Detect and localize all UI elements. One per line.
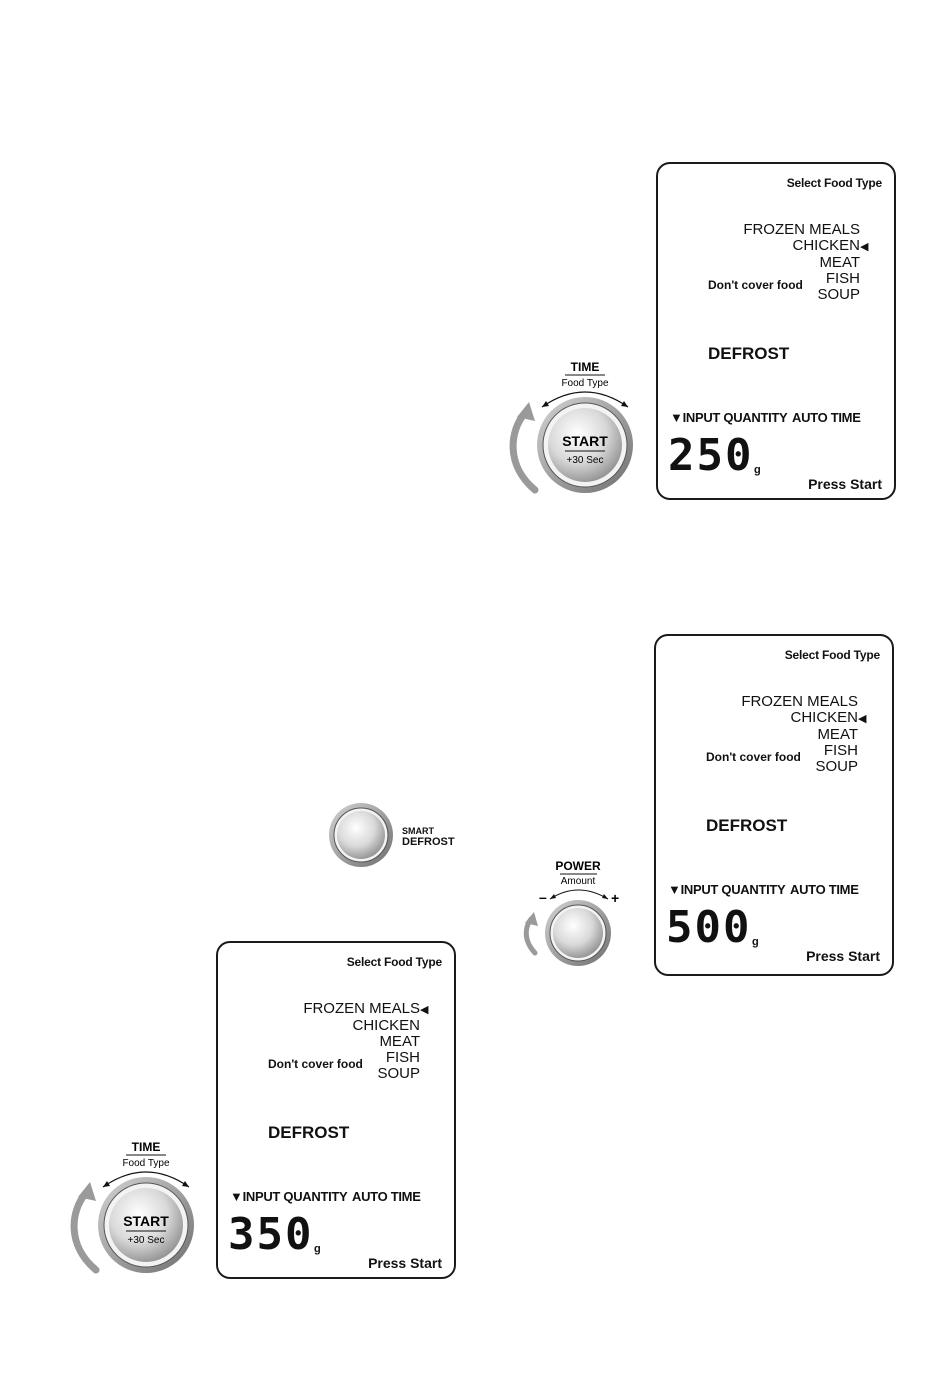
smart-defrost-button[interactable] (328, 802, 394, 868)
start-dial-2[interactable]: TIME Food Type START +30 Sec (56, 1135, 206, 1280)
food-type-list: FROZEN MEALS CHICKEN◀ MEAT FISH SOUP (741, 694, 870, 775)
cover-instruction: Don't cover food (268, 1057, 363, 1071)
start-dial-1[interactable]: TIME Food Type START +30 Sec (495, 355, 645, 500)
dial-sub-label: Food Type (561, 378, 609, 389)
smart-defrost-label: SMART DEFROST (402, 826, 455, 848)
rotate-arrow-icon (70, 1189, 100, 1274)
power-dial-sub: Amount (561, 876, 596, 887)
food-type-list: FROZEN MEALS CHICKEN◀ MEAT FISH SOUP (743, 222, 872, 303)
food-item-soup: SOUP (817, 286, 860, 303)
input-quantity-label: ▼INPUT QUANTITY (670, 410, 788, 425)
mode-label: DEFROST (268, 1123, 350, 1142)
turn-arc (102, 1171, 190, 1188)
panel-title: Select Food Type (786, 176, 882, 190)
food-item-soup: SOUP (377, 1065, 420, 1082)
food-item-fish: FISH (385, 1049, 420, 1066)
press-start-label: Press Start (806, 948, 880, 964)
turn-arc (541, 391, 629, 408)
auto-time-label: AUTO TIME (790, 882, 859, 897)
food-item-meat: MEAT (379, 1033, 420, 1050)
minus-icon: – (539, 889, 547, 905)
turn-arc (549, 889, 609, 900)
food-type-list: FROZEN MEALS◀ CHICKEN MEAT FISH SOUP (303, 1001, 432, 1082)
rotate-arrow-icon (509, 409, 539, 494)
food-item-fish: FISH (823, 742, 858, 759)
display-panel-1: Select Food Type FROZEN MEALS CHICKEN◀ M… (656, 162, 896, 500)
input-quantity-label: ▼INPUT QUANTITY (668, 882, 786, 897)
food-item-frozen-meals: FROZEN MEALS (743, 221, 860, 238)
auto-time-label: AUTO TIME (792, 410, 861, 425)
cover-instruction: Don't cover food (706, 750, 801, 764)
unit-label: g (752, 936, 759, 948)
panel-title: Select Food Type (784, 648, 880, 662)
start-button-sub: +30 Sec (128, 1235, 165, 1246)
selection-arrow-icon: ◀ (420, 1004, 429, 1016)
quantity-readout: 500 (666, 902, 752, 953)
dial-top-label: TIME (571, 360, 600, 374)
start-button-label[interactable]: START (562, 433, 608, 449)
auto-time-label: AUTO TIME (352, 1189, 421, 1204)
plus-icon: + (611, 890, 619, 906)
food-item-meat: MEAT (817, 726, 858, 743)
dial-top-label: TIME (132, 1140, 161, 1154)
power-dial[interactable]: POWER Amount – + (515, 855, 630, 970)
start-button-label[interactable]: START (123, 1213, 169, 1229)
press-start-label: Press Start (368, 1255, 442, 1271)
unit-label: g (754, 464, 761, 476)
unit-label: g (314, 1243, 321, 1255)
food-item-chicken: CHICKEN◀ (741, 710, 870, 727)
panel-title: Select Food Type (346, 955, 442, 969)
food-item-meat: MEAT (819, 254, 860, 271)
food-item-frozen-meals: FROZEN MEALS (741, 693, 858, 710)
food-item-chicken: CHICKEN◀ (743, 238, 872, 255)
display-panel-3: Select Food Type FROZEN MEALS◀ CHICKEN M… (216, 941, 456, 1279)
selection-arrow-icon: ◀ (860, 241, 869, 253)
quantity-readout: 350 (228, 1209, 314, 1260)
food-item-fish: FISH (825, 270, 860, 287)
display-panel-2: Select Food Type FROZEN MEALS CHICKEN◀ M… (654, 634, 894, 976)
quantity-readout: 250 (668, 430, 754, 481)
start-button-sub: +30 Sec (567, 455, 604, 466)
mode-label: DEFROST (706, 816, 788, 835)
mode-label: DEFROST (708, 344, 790, 363)
press-start-label: Press Start (808, 476, 882, 492)
cover-instruction: Don't cover food (708, 278, 803, 292)
food-item-chicken: CHICKEN (352, 1017, 420, 1034)
input-quantity-label: ▼INPUT QUANTITY (230, 1189, 348, 1204)
dial-sub-label: Food Type (122, 1158, 170, 1169)
selection-arrow-icon: ◀ (858, 713, 867, 725)
food-item-soup: SOUP (815, 758, 858, 775)
food-item-frozen-meals: FROZEN MEALS◀ (303, 1001, 432, 1018)
power-dial-label: POWER (555, 859, 601, 873)
